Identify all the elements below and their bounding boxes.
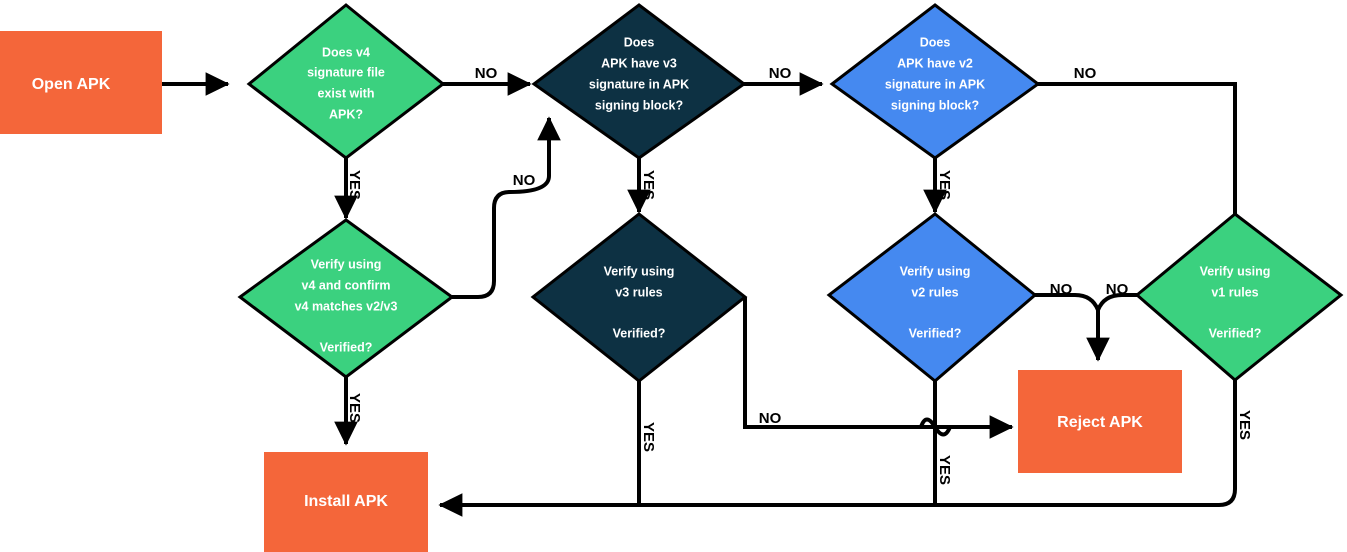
node-v4-signature-exists[interactable]: Does v4 signature file exist with APK? bbox=[246, 3, 446, 160]
label-v4exists-no: NO bbox=[475, 65, 498, 82]
node-reject-apk[interactable]: Reject APK bbox=[1018, 370, 1182, 473]
verify-v4-line1: Verify using bbox=[311, 257, 382, 271]
node-verify-v1[interactable]: Verify using v1 rules Verified? bbox=[1134, 212, 1344, 382]
label-v3block-no: NO bbox=[769, 65, 792, 82]
verify-v4-line3: v4 matches v2/v3 bbox=[295, 299, 398, 313]
open-apk-label: Open APK bbox=[32, 76, 111, 93]
label-verifyv1-yes: YES bbox=[1236, 410, 1253, 440]
label-verifyv3-yes: YES bbox=[640, 422, 657, 452]
verify-v1-question: Verified? bbox=[1209, 326, 1262, 340]
nodes-layer: Open APK Does v4 signature file exist wi… bbox=[0, 3, 1344, 552]
verify-v4-question: Verified? bbox=[320, 340, 373, 354]
edge-verifyv3-yes-to-install bbox=[438, 381, 641, 517]
v2-block-line4: signing block? bbox=[891, 98, 979, 112]
edge-verifyv1-yes-to-install bbox=[440, 380, 1237, 507]
label-v2block-yes: YES bbox=[936, 170, 953, 200]
edges-layer bbox=[162, 72, 1237, 517]
verify-v2-question: Verified? bbox=[909, 326, 962, 340]
node-install-apk[interactable]: Install APK bbox=[264, 452, 428, 552]
verify-v2-line1: Verify using bbox=[900, 264, 971, 278]
v3-block-line3: signature in APK bbox=[589, 77, 689, 91]
label-v3block-yes: YES bbox=[640, 170, 657, 200]
v4-exists-line3: exist with bbox=[318, 86, 375, 100]
verify-v1-line2: v1 rules bbox=[1211, 285, 1258, 299]
node-verify-v3[interactable]: Verify using v3 rules Verified? bbox=[530, 212, 748, 383]
edge-verifyv1-no-to-reject bbox=[1096, 293, 1143, 311]
verify-v3-question: Verified? bbox=[613, 326, 666, 340]
edge-bridge-hop-over-v2yes bbox=[919, 417, 952, 437]
v4-exists-line4: APK? bbox=[329, 107, 363, 121]
v3-block-line1: Does bbox=[624, 35, 655, 49]
verify-v1-line1: Verify using bbox=[1200, 264, 1271, 278]
label-verifyv4-no: NO bbox=[513, 172, 536, 189]
v4-exists-line1: Does v4 bbox=[322, 45, 370, 59]
v4-exists-line2: signature file bbox=[307, 65, 385, 79]
label-verifyv4-yes: YES bbox=[346, 393, 363, 423]
label-verifyv2-yes: YES bbox=[936, 455, 953, 485]
label-verifyv3-no: NO bbox=[759, 410, 782, 427]
node-v2-signing-block[interactable]: Does APK have v2 signature in APK signin… bbox=[829, 3, 1041, 160]
node-verify-v2[interactable]: Verify using v2 rules Verified? bbox=[826, 212, 1038, 383]
v2-block-line2: APK have v2 bbox=[897, 56, 973, 70]
node-verify-v4[interactable]: Verify using v4 and confirm v4 matches v… bbox=[237, 218, 455, 379]
verify-v3-line2: v3 rules bbox=[615, 285, 662, 299]
label-v2block-no: NO bbox=[1074, 65, 1097, 82]
v2-block-line1: Does bbox=[920, 35, 951, 49]
edge-verifyv2-no-to-reject bbox=[1029, 293, 1110, 362]
edge-v2block-no-to-verifyv1 bbox=[1033, 82, 1237, 214]
node-v3-signing-block[interactable]: Does APK have v3 signature in APK signin… bbox=[531, 3, 747, 160]
reject-apk-label: Reject APK bbox=[1057, 414, 1143, 431]
verify-v3-line1: Verify using bbox=[604, 264, 675, 278]
label-verifyv1-no: NO bbox=[1106, 281, 1129, 298]
v3-block-line2: APK have v3 bbox=[601, 56, 677, 70]
edge-verifyv4-no-loop-to-v3block bbox=[452, 116, 561, 299]
label-v4exists-yes: YES bbox=[346, 170, 363, 200]
edge-labels-layer: NO YES NO YES NO YES YES NO NO YES NO NO… bbox=[346, 65, 1253, 485]
label-verifyv2-no: NO bbox=[1050, 281, 1073, 298]
install-apk-label: Install APK bbox=[304, 493, 388, 510]
v2-block-line3: signature in APK bbox=[885, 77, 985, 91]
verify-v2-line2: v2 rules bbox=[911, 285, 958, 299]
v3-block-line4: signing block? bbox=[595, 98, 683, 112]
verify-v4-line2: v4 and confirm bbox=[302, 278, 391, 292]
node-open-apk[interactable]: Open APK bbox=[0, 31, 162, 134]
